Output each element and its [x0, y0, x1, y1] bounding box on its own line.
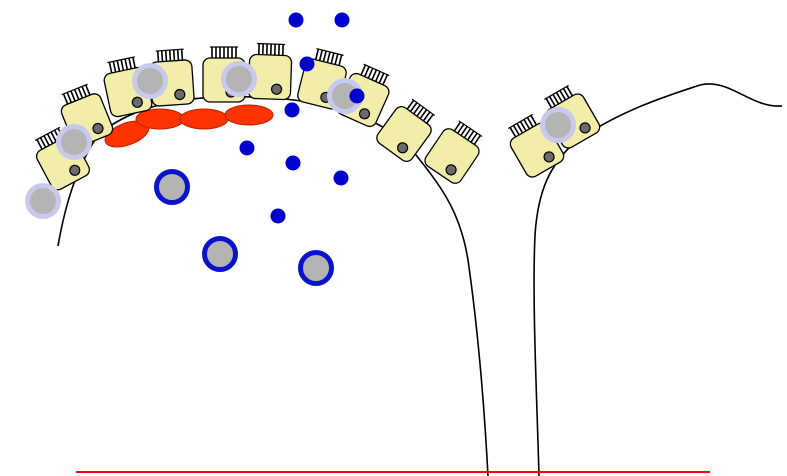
cilium-line [162, 51, 163, 62]
pale-ringed-particle-icon [135, 66, 166, 97]
nucleus-icon [271, 84, 281, 94]
cilium-line [331, 53, 334, 64]
cilium-line [117, 61, 119, 72]
cilium-line [158, 51, 159, 62]
cilium-line [365, 67, 369, 77]
blue-particle-icon [271, 209, 286, 224]
blue-particle-icon [300, 57, 315, 72]
blue-particle-icon [334, 171, 349, 186]
cilium-line [170, 50, 171, 61]
cilium-line [174, 50, 175, 61]
blue-ringed-particle-icon [205, 239, 236, 270]
cilium-line [64, 94, 68, 104]
cilium-line [44, 136, 49, 146]
cilium-line [166, 50, 167, 61]
blue-ringed-particle-icon [301, 253, 332, 284]
red-oval-cell-icon [136, 109, 184, 129]
ciliated-cells-group [29, 43, 602, 192]
cilium-line [113, 61, 115, 72]
cilium-line [327, 52, 330, 63]
cilium-line [82, 86, 86, 96]
cilium-line [335, 54, 338, 65]
blue-particle-icon [350, 89, 365, 104]
pale-ringed-particle-icon [543, 110, 574, 141]
cilium-line [361, 65, 365, 75]
cilium-line [368, 68, 372, 78]
cilium-line [125, 59, 127, 70]
blue-particle-icon [289, 13, 304, 28]
blue-particle-icon [285, 103, 300, 118]
blue-ringed-particles-group [157, 172, 332, 284]
blue-particle-icon [335, 13, 350, 28]
cilium-line [178, 50, 179, 61]
cilium-line [383, 75, 387, 85]
red-oval-cell-icon [225, 105, 273, 125]
cilium-line [339, 55, 342, 66]
pale-ringed-particle-icon [28, 186, 59, 217]
cilium-line [109, 62, 111, 73]
cilium-line [379, 73, 383, 83]
cilium-line [75, 89, 79, 99]
cilium-line [182, 49, 183, 60]
cilium-line [320, 50, 323, 61]
cilium-line [67, 92, 71, 102]
cilium-line [323, 51, 326, 62]
cilium-line [86, 85, 90, 95]
cilium-line [376, 71, 380, 81]
tissue-outline-left [58, 97, 488, 476]
blue-particle-icon [286, 156, 301, 171]
blue-particle-icon [240, 141, 255, 156]
cilium-line [133, 57, 135, 68]
nucleus-icon [174, 89, 185, 100]
cilium-line [48, 134, 53, 144]
cilium-line [37, 139, 42, 149]
cilium-line [121, 60, 123, 71]
cilia-base-line [257, 44, 285, 45]
cilium-line [129, 58, 131, 69]
cell-body [422, 126, 481, 186]
pale-ringed-particle-icon [224, 64, 255, 95]
cilium-line [71, 91, 75, 101]
red-oval-cell-icon [180, 109, 228, 129]
cilium-line [372, 70, 376, 80]
cilium-line [40, 138, 45, 148]
cilium-line [51, 132, 56, 142]
pale-ringed-particle-icon [59, 127, 90, 158]
cilium-line [78, 88, 82, 98]
blue-ringed-particle-icon [157, 172, 188, 203]
cilium-line [316, 49, 319, 60]
